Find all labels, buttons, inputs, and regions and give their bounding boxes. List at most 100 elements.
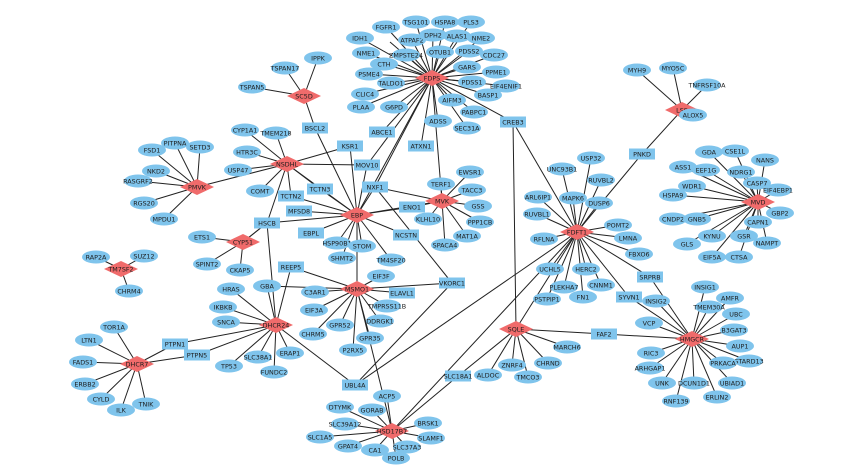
gene-node-htr3c[interactable]: HTR3C (233, 145, 261, 159)
gene-node-nampt[interactable]: NAMPT (753, 236, 781, 250)
gene-node-gars[interactable]: GARS (453, 60, 481, 74)
gene-node-stom[interactable]: STOM (348, 239, 376, 253)
gene-node-tmprss11b[interactable]: TMPRSS11B (367, 299, 406, 313)
gene-node-ptpn1[interactable]: PTPN1 (162, 338, 188, 350)
gene-node-ca1[interactable]: CA1 (361, 443, 389, 457)
gene-node-slc37a3[interactable]: SLC37A3 (393, 440, 422, 454)
gene-node-ruvbl2[interactable]: RUVBL2 (587, 173, 615, 187)
gene-node-mat1a[interactable]: MAT1A (453, 229, 481, 243)
gene-node-mapk6[interactable]: MAPK6 (559, 191, 587, 205)
gene-node-vkorc1[interactable]: VKORC1 (439, 277, 465, 289)
gene-node-adss[interactable]: ADSS (424, 114, 452, 128)
gene-node-polb[interactable]: POLB (382, 451, 410, 465)
gene-node-slc18a1[interactable]: SLC18A1 (444, 370, 473, 382)
gene-node-casp7[interactable]: CASP7 (743, 176, 771, 190)
gene-node-eif5a[interactable]: EIF5A (698, 250, 726, 264)
gene-node-ric3[interactable]: RIC3 (637, 346, 665, 360)
gene-node-erbb2[interactable]: ERBB2 (71, 377, 99, 391)
gene-node-atpaf2[interactable]: ATPAF2 (398, 33, 426, 47)
gene-node-gpr52[interactable]: GPR52 (326, 318, 354, 332)
gene-node-gnb5[interactable]: GNB5 (683, 212, 711, 226)
gene-node-taldo1[interactable]: TALDO1 (377, 76, 405, 90)
gene-node-tnik[interactable]: TNIK (132, 397, 160, 411)
gene-node-ewsr1[interactable]: EWSR1 (456, 165, 484, 179)
gene-node-brsk1[interactable]: BRSK1 (414, 416, 442, 430)
gene-node-cyld[interactable]: CYLD (87, 392, 115, 406)
gene-node-ikbkb[interactable]: IKBKB (209, 300, 237, 314)
hub-node-ebp[interactable]: EBP (340, 207, 374, 223)
gene-node-ncstn[interactable]: NCSTN (393, 229, 419, 241)
gene-node-rflna[interactable]: RFLNA (530, 232, 558, 246)
gene-node-creb3[interactable]: CREB3 (500, 116, 526, 128)
hub-node-fdps[interactable]: FDPS (415, 70, 449, 86)
gene-node-tp53[interactable]: TP53 (215, 359, 243, 373)
gene-node-tmem30a[interactable]: TMEM30A (692, 300, 725, 314)
gene-node-slc39a12[interactable]: SLC39A12 (329, 417, 362, 431)
hub-node-hsd17b7[interactable]: HSD17B7 (375, 423, 409, 439)
gene-node-g6pd[interactable]: G6PD (380, 100, 408, 114)
gene-node-insig1[interactable]: INSIG1 (691, 280, 719, 294)
gene-node-ets1[interactable]: ETS1 (188, 230, 216, 244)
gene-node-snca[interactable]: SNCA (212, 315, 240, 329)
hub-node-mvk[interactable]: MVK (425, 193, 459, 209)
gene-node-chrnd[interactable]: CHRND (534, 356, 562, 370)
gene-node-tm4sf20[interactable]: TM4SF20 (375, 253, 406, 267)
gene-node-gls[interactable]: GLS (673, 237, 701, 251)
gene-node-ndrg1[interactable]: NDRG1 (727, 165, 755, 179)
gene-node-p2rx5[interactable]: P2RX5 (339, 343, 367, 357)
gene-node-ppp1cb[interactable]: PPP1CB (466, 215, 494, 229)
gene-node-srprb[interactable]: SRPRB (637, 271, 663, 283)
gene-node-tmem218[interactable]: TMEM218 (259, 126, 292, 140)
gene-node-gss[interactable]: GSS (464, 199, 492, 213)
gene-node-shmt2[interactable]: SHMT2 (328, 251, 356, 265)
gene-node-mpdu1[interactable]: MPDU1 (150, 212, 178, 226)
hub-node-tm7sf2[interactable]: TM7SF2 (104, 261, 138, 277)
gene-node-mov10[interactable]: MOV10 (354, 159, 380, 171)
gene-node-cdc27[interactable]: CDC27 (480, 48, 508, 62)
gene-node-arhgap1[interactable]: ARHGAP1 (635, 361, 666, 375)
gene-node-faf2[interactable]: FAF2 (591, 328, 617, 340)
gene-node-eif4ebp1[interactable]: EIF4EBP1 (763, 183, 793, 197)
hub-node-cyp51[interactable]: CYP51 (226, 234, 260, 250)
hub-node-dhcr7[interactable]: DHCR7 (120, 356, 154, 372)
gene-node-vcp[interactable]: VCP (635, 316, 663, 330)
gene-node-cndp2[interactable]: CNDP2 (659, 212, 687, 226)
gene-node-mfsd8[interactable]: MFSD8 (286, 205, 312, 217)
gene-node-ksr1[interactable]: KSR1 (337, 140, 363, 152)
gene-node-b3gat3[interactable]: B3GAT3 (720, 323, 748, 337)
gene-node-eef1g[interactable]: EEF1G (692, 163, 720, 177)
gene-node-slamf1[interactable]: SLAMF1 (417, 431, 445, 445)
gene-node-fbxo6[interactable]: FBXO6 (625, 247, 653, 261)
gene-node-wdr1[interactable]: WDR1 (678, 179, 706, 193)
gene-node-pls3[interactable]: PLS3 (457, 15, 485, 29)
gene-node-elavl1[interactable]: ELAVL1 (389, 287, 415, 299)
gene-node-hscb[interactable]: HSCB (254, 217, 280, 229)
hub-node-sc5d[interactable]: SC5D (287, 88, 321, 104)
gene-node-suz12[interactable]: SUZ12 (130, 249, 158, 263)
gene-node-nkd2[interactable]: NKD2 (142, 164, 170, 178)
gene-node-march6[interactable]: MARCH6 (553, 340, 581, 354)
gene-node-cse1l[interactable]: CSE1L (721, 144, 749, 158)
hub-node-pmvk[interactable]: PMVK (180, 179, 214, 195)
gene-node-ctsa[interactable]: CTSA (725, 250, 753, 264)
gene-node-amfr[interactable]: AMFR (716, 291, 744, 305)
gene-node-pnkd[interactable]: PNKD (629, 148, 655, 160)
gene-node-pomt2[interactable]: POMT2 (604, 218, 632, 232)
gene-node-cyp1a1[interactable]: CYP1A1 (231, 123, 259, 137)
gene-node-chrm5[interactable]: CHRM5 (299, 327, 327, 341)
gene-node-pabpc1[interactable]: PABPC1 (460, 105, 488, 119)
gene-node-plaa[interactable]: PLAA (347, 100, 375, 114)
gene-node-reep5[interactable]: REEP5 (278, 261, 304, 273)
gene-node-myo5c[interactable]: MYO5C (659, 61, 687, 75)
gene-node-dph2[interactable]: DPH2 (419, 28, 447, 42)
gene-node-klhl10[interactable]: KLHL10 (414, 212, 442, 226)
gene-node-otub1[interactable]: OTUB1 (426, 45, 454, 59)
gene-node-rgs20[interactable]: RGS20 (130, 196, 158, 210)
gene-node-ltn1[interactable]: LTN1 (75, 333, 103, 347)
gene-node-hspa9[interactable]: HSPA9 (659, 188, 687, 202)
gene-node-nme2[interactable]: NME2 (467, 31, 495, 45)
gene-node-alas1[interactable]: ALAS1 (443, 29, 471, 43)
gene-node-myh9[interactable]: MYH9 (623, 63, 651, 77)
gene-node-tspan5[interactable]: TSPAN5 (238, 80, 266, 94)
gene-node-ptpn5[interactable]: PTPN5 (184, 349, 210, 361)
